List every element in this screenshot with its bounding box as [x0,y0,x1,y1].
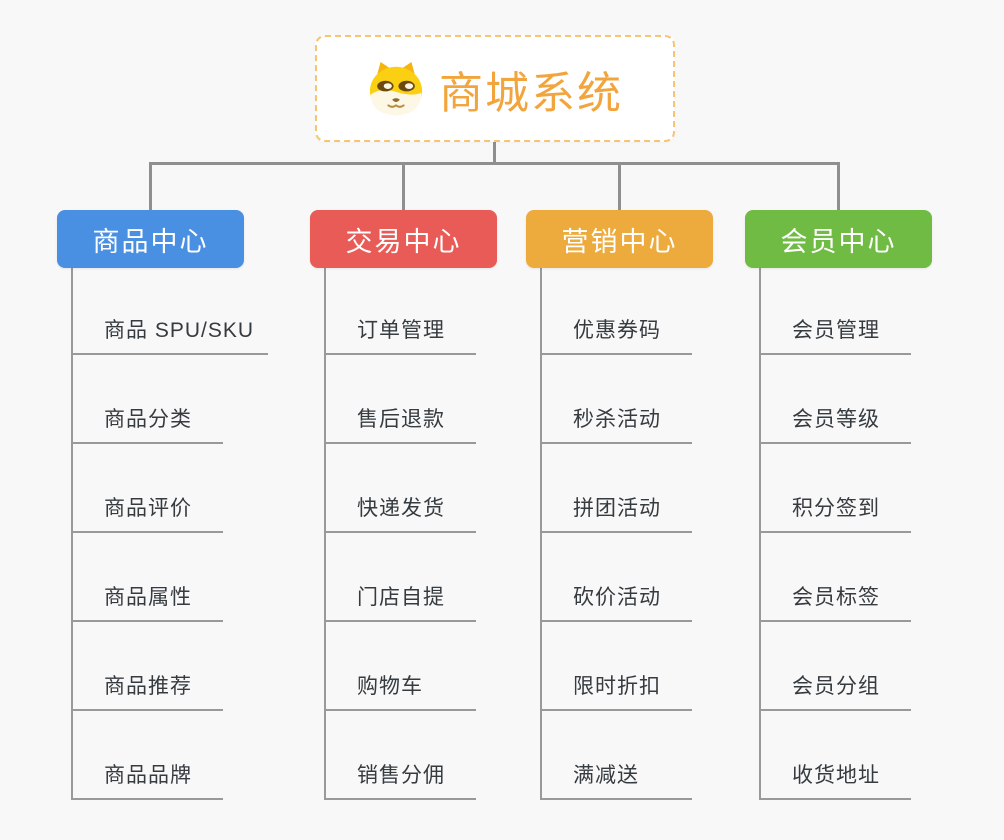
branch-label: 营销中心 [561,226,678,257]
branch-spine-1 [71,268,73,800]
root-node[interactable]: 商城系统 [315,35,675,142]
leaf-node[interactable]: 销售分佣 [324,758,476,800]
connector-drop-2 [402,162,405,210]
branch-label: 会员中心 [780,226,897,257]
leaf-node[interactable]: 会员管理 [759,313,911,355]
branch-spine-4 [759,268,761,800]
branch-header-trade[interactable]: 交易中心 [310,210,497,268]
leaf-node[interactable]: 商品推荐 [71,669,223,711]
connector-drop-1 [149,162,152,210]
branch-spine-3 [540,268,542,800]
leaf-node[interactable]: 订单管理 [324,313,476,355]
leaf-node[interactable]: 会员分组 [759,669,911,711]
root-title: 商城系统 [439,68,623,118]
leaf-node[interactable]: 商品品牌 [71,758,223,800]
leaf-node[interactable]: 商品属性 [71,580,223,622]
branch-label: 商品中心 [92,226,209,257]
leaf-node[interactable]: 购物车 [324,669,476,711]
leaf-node[interactable]: 商品评价 [71,491,223,533]
leaf-node[interactable]: 满减送 [540,758,692,800]
leaf-node[interactable]: 会员标签 [759,580,911,622]
leaf-node[interactable]: 会员等级 [759,402,911,444]
leaf-node[interactable]: 积分签到 [759,491,911,533]
connector-horizontal [149,162,840,165]
leaf-node[interactable]: 售后退款 [324,402,476,444]
connector-drop-4 [837,162,840,210]
branch-label: 交易中心 [345,226,462,257]
connector-drop-3 [618,162,621,210]
leaf-node[interactable]: 商品分类 [71,402,223,444]
leaf-node[interactable]: 优惠券码 [540,313,692,355]
branch-spine-2 [324,268,326,800]
leaf-node[interactable]: 砍价活动 [540,580,692,622]
leaf-node[interactable]: 收货地址 [759,758,911,800]
leaf-node[interactable]: 限时折扣 [540,669,692,711]
dog-face-icon [369,61,423,115]
leaf-node[interactable]: 商品 SPU/SKU [71,313,269,355]
branch-header-member[interactable]: 会员中心 [745,210,932,268]
leaf-node[interactable]: 拼团活动 [540,491,692,533]
connector-root-stub [493,141,496,165]
leaf-node[interactable]: 门店自提 [324,580,476,622]
leaf-node[interactable]: 快递发货 [324,491,476,533]
leaf-node[interactable]: 秒杀活动 [540,402,692,444]
branch-header-product[interactable]: 商品中心 [57,210,244,268]
branch-header-marketing[interactable]: 营销中心 [526,210,713,268]
